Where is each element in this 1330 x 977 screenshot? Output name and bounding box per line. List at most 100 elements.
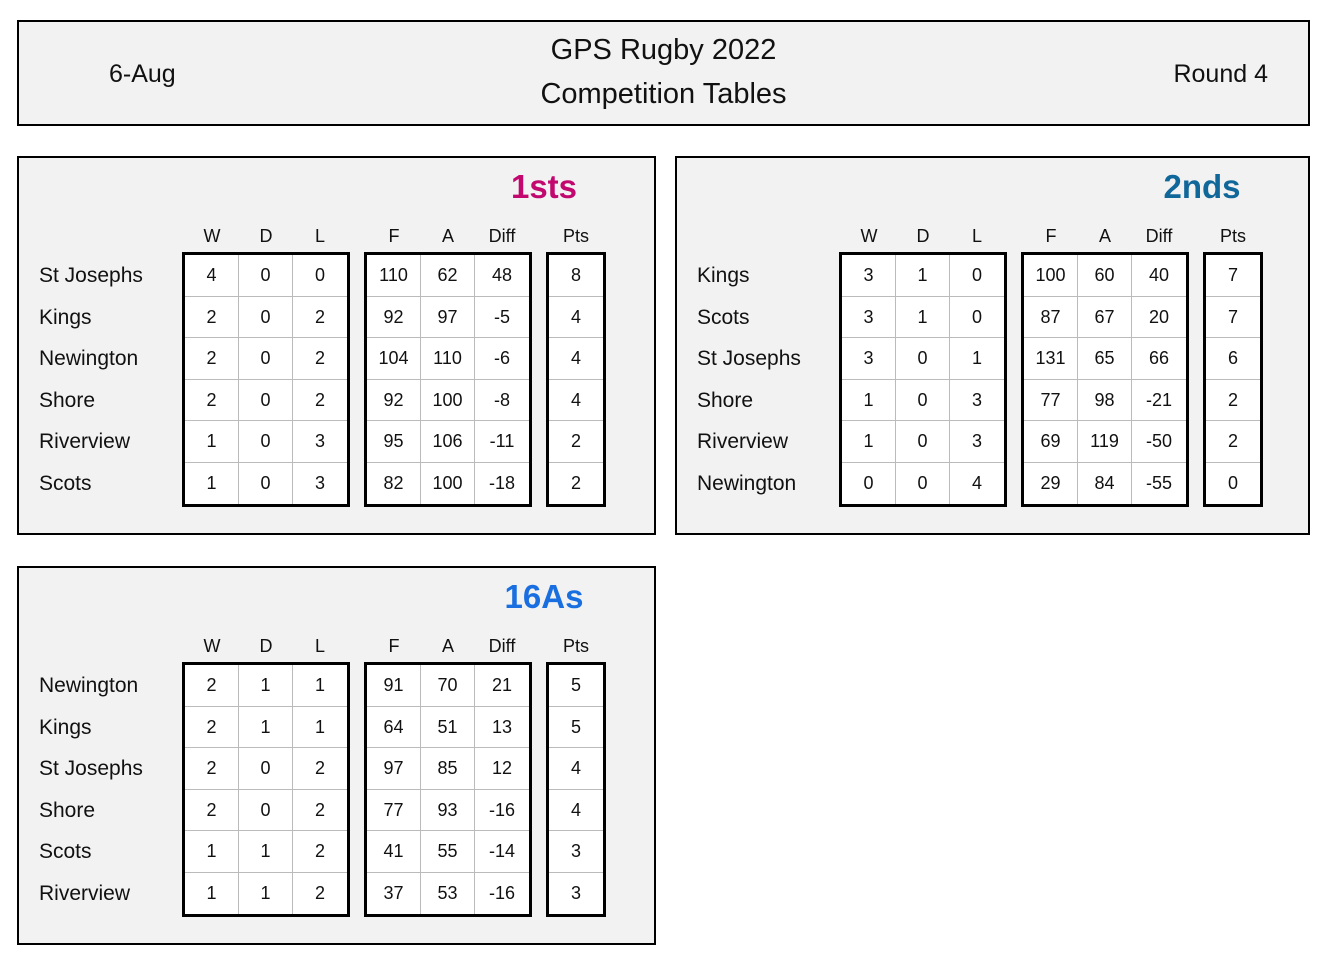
table-cell: 2 — [185, 706, 239, 748]
table-cell: -16 — [475, 790, 529, 831]
table-cell: 51 — [421, 706, 475, 748]
table-title: 16As — [504, 578, 584, 615]
table-cell: 110 — [367, 255, 421, 297]
column-header: L — [971, 226, 982, 246]
column-header: D — [259, 226, 273, 246]
table-cell: 13 — [475, 707, 529, 748]
table-cell: 2 — [293, 831, 347, 873]
column-header: Pts — [562, 636, 589, 656]
team-name: Kings — [697, 264, 750, 287]
table-cell: 119 — [1078, 421, 1132, 463]
table-cell: 0 — [239, 789, 293, 831]
table-cell: 4 — [549, 297, 603, 338]
team-name: Scots — [697, 305, 750, 329]
table-cell: 69 — [1024, 421, 1078, 463]
table-title: 2nds — [1163, 168, 1241, 205]
team-name: Kings — [39, 715, 92, 739]
table-cell: 2 — [185, 296, 239, 338]
table-cell: 70 — [421, 665, 475, 707]
table-cell: -16 — [488, 882, 515, 903]
table-cell: 95 — [367, 421, 421, 463]
team-name: Newington — [697, 471, 797, 495]
table-cell: 0 — [896, 338, 950, 380]
table-cell: 1 — [950, 338, 1004, 380]
column-header: Pts — [1219, 226, 1246, 246]
table-cell: 98 — [1078, 379, 1132, 421]
column-header: Pts — [562, 226, 589, 246]
team-name: Newington — [39, 674, 139, 697]
table-cell: 8 — [549, 255, 603, 297]
table-cell: 1 — [239, 665, 293, 707]
table-cell: 2 — [1206, 421, 1260, 463]
column-header: F — [1045, 226, 1057, 246]
table-cell: 60 — [1078, 255, 1132, 297]
table-cell: 0 — [896, 379, 950, 421]
column-header: L — [314, 636, 325, 656]
table-cell: 3 — [950, 380, 1004, 421]
table-cell: 0 — [239, 296, 293, 338]
table-cell: 3 — [570, 882, 581, 903]
table-cell: 2 — [185, 789, 239, 831]
table-cell: 5 — [549, 707, 603, 748]
team-name: Scots — [39, 840, 92, 863]
table-cell: 0 — [239, 462, 293, 504]
table-cell: 53 — [421, 872, 475, 914]
table-cell: 3 — [314, 472, 325, 493]
table-cell: 2 — [293, 297, 347, 338]
table-cell: 4 — [971, 472, 982, 493]
column-header: D — [916, 226, 930, 246]
table-cell: 66 — [1132, 338, 1186, 380]
table-cell: 92 — [367, 379, 421, 421]
table-cell: 62 — [421, 255, 475, 297]
table-cell: 97 — [421, 296, 475, 338]
table-cell: 12 — [475, 748, 529, 790]
table-cell: 0 — [239, 338, 293, 380]
table-cell: 7 — [1206, 297, 1260, 338]
table-cell: 41 — [367, 831, 421, 873]
table-cell: 1 — [896, 255, 950, 297]
table-cell: 110 — [421, 338, 475, 380]
table-cell: 1 — [293, 707, 347, 748]
team-name: Shore — [39, 388, 96, 412]
table-cell: 0 — [1227, 472, 1238, 493]
table-cell: 106 — [421, 421, 475, 463]
table-cell: 82 — [367, 462, 421, 504]
table-cell: 1 — [896, 296, 950, 338]
table-cell: 84 — [1078, 462, 1132, 504]
table-cell: 1 — [842, 421, 896, 463]
table-cell: 40 — [1132, 255, 1186, 297]
table-cell: 65 — [1078, 338, 1132, 380]
table-cell: 21 — [475, 665, 529, 707]
column-header: L — [314, 226, 325, 246]
table-cell: 2 — [185, 338, 239, 380]
column-header: Diff — [488, 636, 516, 656]
table-cell: 1 — [842, 379, 896, 421]
team-name: Kings — [39, 305, 92, 329]
team-name: Riverview — [697, 430, 789, 453]
table-cell: 0 — [239, 255, 293, 297]
column-header: A — [1098, 226, 1111, 246]
table-cell: 4 — [549, 380, 603, 421]
table-cell: 3 — [842, 255, 896, 297]
table-cell: 20 — [1132, 297, 1186, 338]
team-name: St Josephs — [39, 264, 143, 287]
table-cell: 4 — [549, 748, 603, 790]
table-cell: 3 — [950, 421, 1004, 463]
table-cell: 67 — [1078, 296, 1132, 338]
header-banner: 6-Aug GPS Rugby 2022 Competition Tables … — [17, 20, 1310, 126]
column-header: D — [259, 636, 273, 656]
table-cell: 2 — [314, 882, 325, 903]
team-name: Riverview — [39, 881, 131, 905]
table-cell: 2 — [1206, 380, 1260, 421]
column-header: Diff — [488, 226, 516, 246]
column-header: W — [203, 226, 221, 246]
team-name: Shore — [39, 798, 96, 822]
table-cell: 77 — [367, 789, 421, 831]
column-header: F — [388, 226, 400, 246]
table-cell: 3 — [842, 338, 896, 380]
team-name: St Josephs — [39, 757, 143, 780]
